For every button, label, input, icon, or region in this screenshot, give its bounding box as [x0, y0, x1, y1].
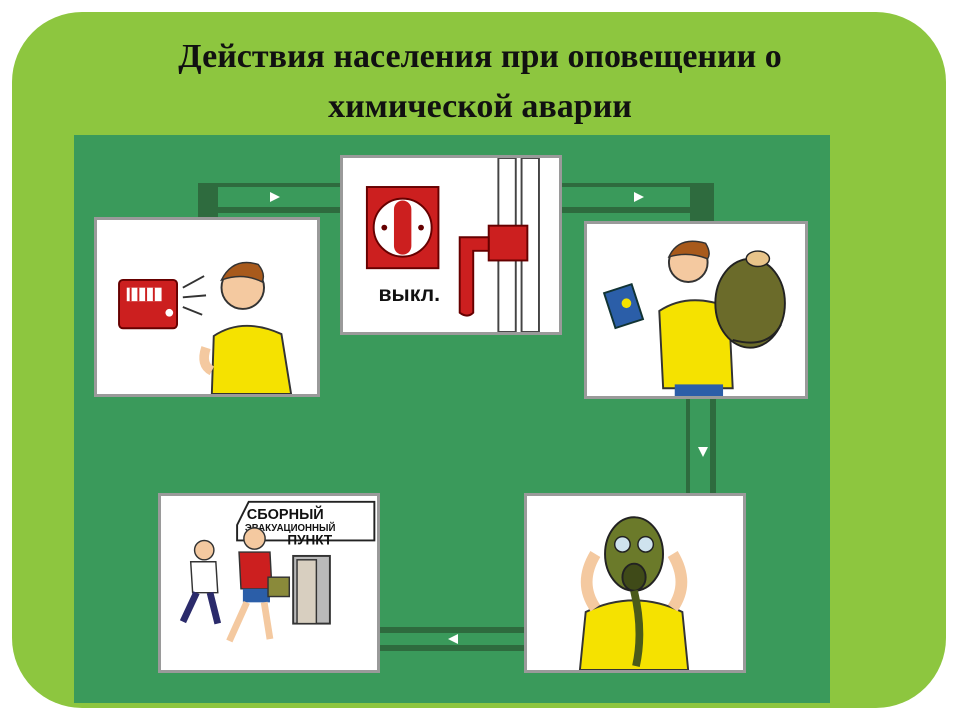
- step-card-evacuation: СБОРНЫЙ ЭВАКУАЦИОННЫЙ ПУНКТ: [158, 493, 380, 673]
- evac-sign-line3: ПУНКТ: [287, 532, 332, 547]
- person-packing: [658, 240, 734, 396]
- person-running-1: [179, 539, 222, 625]
- radio-icon: [118, 275, 207, 330]
- step-card-gas-mask: [524, 493, 746, 673]
- arrow-left-icon: [448, 634, 458, 644]
- person-listening: [199, 261, 293, 394]
- evac-sign-line2: ЭВАКУАЦИОННЫЙ: [245, 522, 336, 534]
- arrow-right-icon: [270, 192, 280, 202]
- step-card-switch-off: выкл.: [340, 155, 562, 335]
- title-line-1: Действия населения при оповещении о: [178, 38, 782, 75]
- steps-board: выкл.: [74, 135, 830, 703]
- step-card-pack: [584, 221, 808, 399]
- documents-icon: [602, 282, 645, 330]
- breaker-handle: [458, 224, 529, 317]
- power-switch-icon: [365, 186, 440, 270]
- bag-icon: [714, 250, 786, 349]
- person-running-2: [226, 527, 291, 643]
- gas-mask-icon: [578, 516, 690, 670]
- arrow-down-icon: [698, 447, 708, 457]
- door-icon: [292, 554, 331, 625]
- switch-label: выкл.: [379, 282, 441, 306]
- evac-sign: СБОРНЫЙ ЭВАКУАЦИОННЫЙ ПУНКТ: [236, 500, 376, 547]
- evac-sign-line1: СБОРНЫЙ: [247, 505, 324, 523]
- page-title: Действия населения при оповещении о хими…: [40, 32, 920, 132]
- title-line-2: химической аварии: [328, 88, 632, 125]
- step-card-listen: [94, 217, 320, 397]
- arrow-right-icon: [634, 192, 644, 202]
